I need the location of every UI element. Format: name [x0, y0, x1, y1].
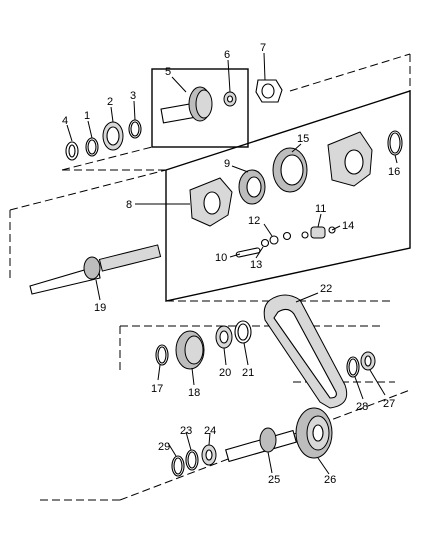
part-20-bearing — [215, 325, 233, 349]
callout-27: 27 — [383, 398, 395, 410]
part-15-ring-gear — [272, 147, 308, 193]
callout-11: 11 — [315, 203, 326, 215]
callout-3: 3 — [130, 90, 136, 102]
part-1-ring — [85, 137, 99, 157]
part-10-pin — [235, 247, 261, 258]
part-25-front-output-shaft — [225, 427, 297, 463]
part-23-ring — [185, 449, 199, 471]
part-19-input-shaft — [29, 244, 162, 295]
part-8-carrier-plate — [189, 177, 233, 227]
part-18-sprocket — [175, 330, 205, 370]
callout-19: 19 — [94, 302, 106, 314]
callout-28: 28 — [356, 401, 368, 413]
part-4-snap-ring — [65, 141, 79, 161]
callout-16: 16 — [388, 166, 400, 178]
group-outlines — [9, 53, 411, 501]
callout-24: 24 — [204, 425, 216, 437]
part-3-ring — [128, 119, 142, 139]
callout-9: 9 — [224, 158, 230, 170]
callout-2: 2 — [107, 96, 113, 108]
part-22-drive-chain — [263, 294, 348, 409]
part-27-bearing — [360, 351, 376, 371]
callout-18: 18 — [188, 387, 200, 399]
box-planetary-assembly — [165, 90, 411, 302]
callout-20: 20 — [219, 367, 231, 379]
callout-26: 26 — [324, 474, 336, 486]
part-9-gear — [238, 169, 266, 205]
callout-7: 7 — [260, 42, 266, 54]
callout-22: 22 — [320, 283, 332, 295]
callout-4: 4 — [62, 115, 68, 127]
part-24-bearing — [201, 444, 217, 466]
part-5-output-shaft — [160, 86, 213, 124]
callout-14: 14 — [342, 220, 354, 232]
callout-5: 5 — [165, 66, 171, 78]
part-21-ring — [234, 320, 252, 344]
part-2-bearing — [102, 121, 124, 151]
callout-6: 6 — [224, 49, 230, 61]
box-output-shaft — [151, 68, 249, 148]
parts — [29, 79, 403, 477]
part-7-gasket — [255, 79, 283, 103]
callout-12: 12 — [248, 215, 260, 227]
callout-labels: 4 1 2 3 5 6 7 8 9 15 16 11 12 14 10 13 1… — [62, 42, 400, 486]
part-26-sprocket — [295, 407, 333, 459]
part-11-14-pinion — [301, 226, 336, 239]
part-16-snap-ring — [387, 130, 403, 156]
callout-23: 23 — [180, 425, 192, 437]
callout-17: 17 — [151, 383, 163, 395]
callout-29: 29 — [158, 441, 170, 453]
callout-21: 21 — [242, 367, 254, 379]
part-17-snap-ring — [155, 344, 169, 366]
part-12-13-washers — [260, 231, 292, 248]
callout-13: 13 — [250, 259, 262, 271]
callout-1: 1 — [84, 110, 90, 122]
callout-15: 15 — [297, 133, 309, 145]
leader-lines — [66, 52, 398, 475]
part-29-ring — [171, 455, 185, 477]
callout-8: 8 — [126, 199, 132, 211]
part-28-ring — [346, 356, 360, 378]
callout-10: 10 — [215, 252, 227, 264]
part-16-housing — [327, 131, 373, 187]
callout-25: 25 — [268, 474, 280, 486]
part-6-bushing — [223, 91, 237, 107]
